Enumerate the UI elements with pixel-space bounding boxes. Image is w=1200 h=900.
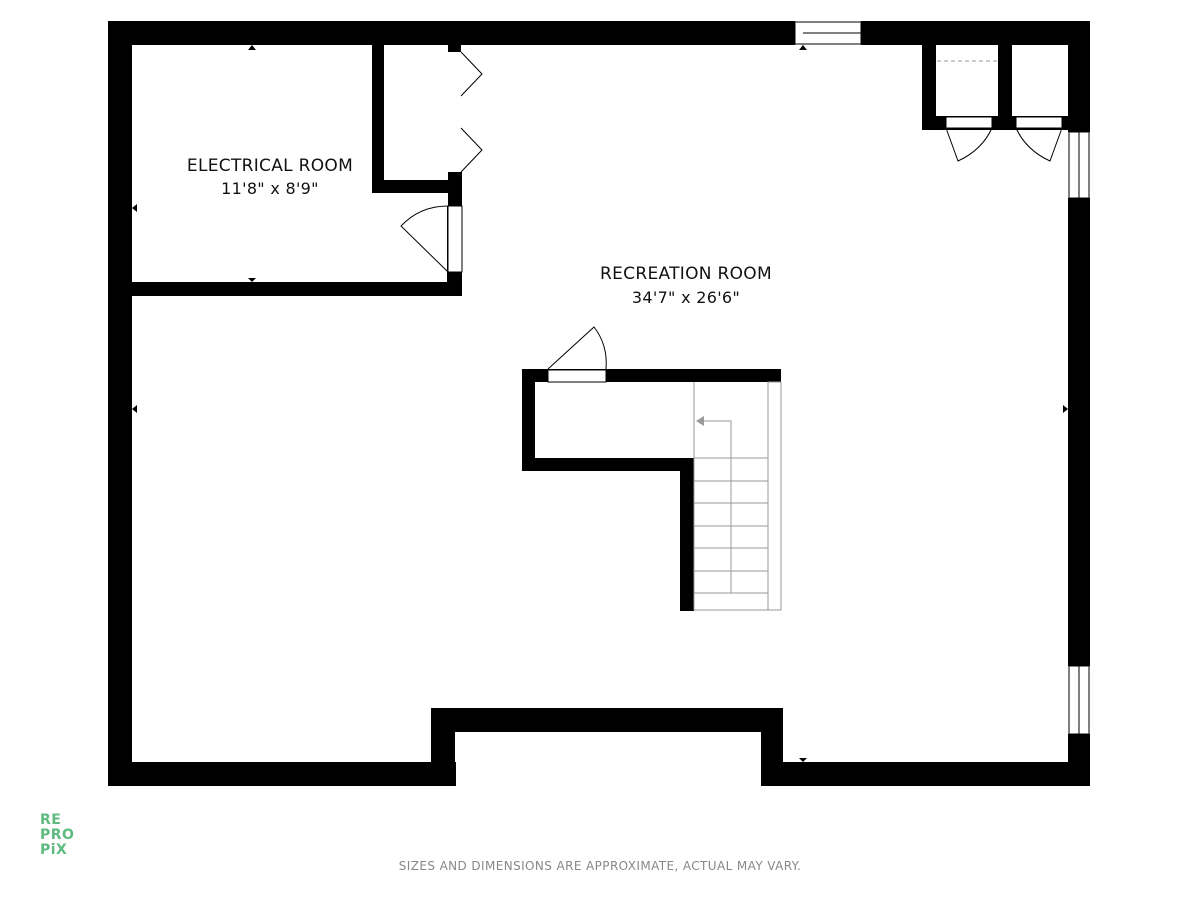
closet-right-wall	[448, 40, 461, 52]
top-wall-right	[861, 21, 1090, 45]
bump-right-wall	[761, 708, 783, 786]
bifold-door-lower	[460, 127, 483, 173]
closet-right-stub	[448, 172, 462, 206]
recreation-room-dimensions: 34'7" x 26'6"	[632, 288, 740, 307]
closet-b-door-swing	[1015, 127, 1063, 162]
stair-mid-wall	[522, 458, 694, 471]
doors	[400, 51, 1063, 383]
right-wall-middle	[1068, 198, 1090, 666]
bump-left-wall	[431, 708, 455, 786]
right-wall-upper	[1068, 21, 1090, 132]
closet-left-wall	[372, 40, 384, 193]
bottom-wall-right	[761, 762, 1090, 786]
closet-a-left-wall	[922, 40, 936, 130]
stair-closet-door-leaf	[547, 369, 607, 383]
electrical-door-leaf	[447, 205, 463, 273]
logo-line-1: RE	[40, 812, 62, 828]
windows	[794, 21, 1090, 735]
disclaimer-text: SIZES AND DIMENSIONS ARE APPROXIMATE, AC…	[398, 859, 802, 873]
stair-side-wall	[680, 458, 694, 611]
recreation-room-name: RECREATION ROOM	[600, 264, 772, 284]
electrical-door-swing	[400, 205, 449, 273]
closet-divider-wall	[998, 40, 1012, 130]
walls	[108, 21, 1090, 786]
logo-line-3: PiX	[40, 842, 68, 858]
stair-left-wall	[522, 369, 535, 471]
closet-a-door-swing	[945, 127, 993, 162]
repropix-logo: RE PRO PiX	[40, 813, 74, 858]
stair-direction-arrow	[700, 420, 732, 593]
dimension-markers	[132, 45, 1068, 762]
closet-bottom-wall	[372, 180, 462, 193]
left-wall	[108, 21, 132, 786]
electrical-room-name: ELECTRICAL ROOM	[187, 156, 353, 176]
bump-top-wall	[431, 708, 783, 732]
staircase	[693, 381, 782, 611]
bifold-door-upper	[460, 51, 483, 97]
stair-closet-door-swing	[547, 326, 607, 370]
logo-line-2: PRO	[40, 827, 75, 843]
electrical-bottom-wall	[108, 282, 462, 296]
electrical-room-dimensions: 11'8" x 8'9"	[221, 179, 319, 198]
bottom-wall-left	[108, 762, 456, 786]
